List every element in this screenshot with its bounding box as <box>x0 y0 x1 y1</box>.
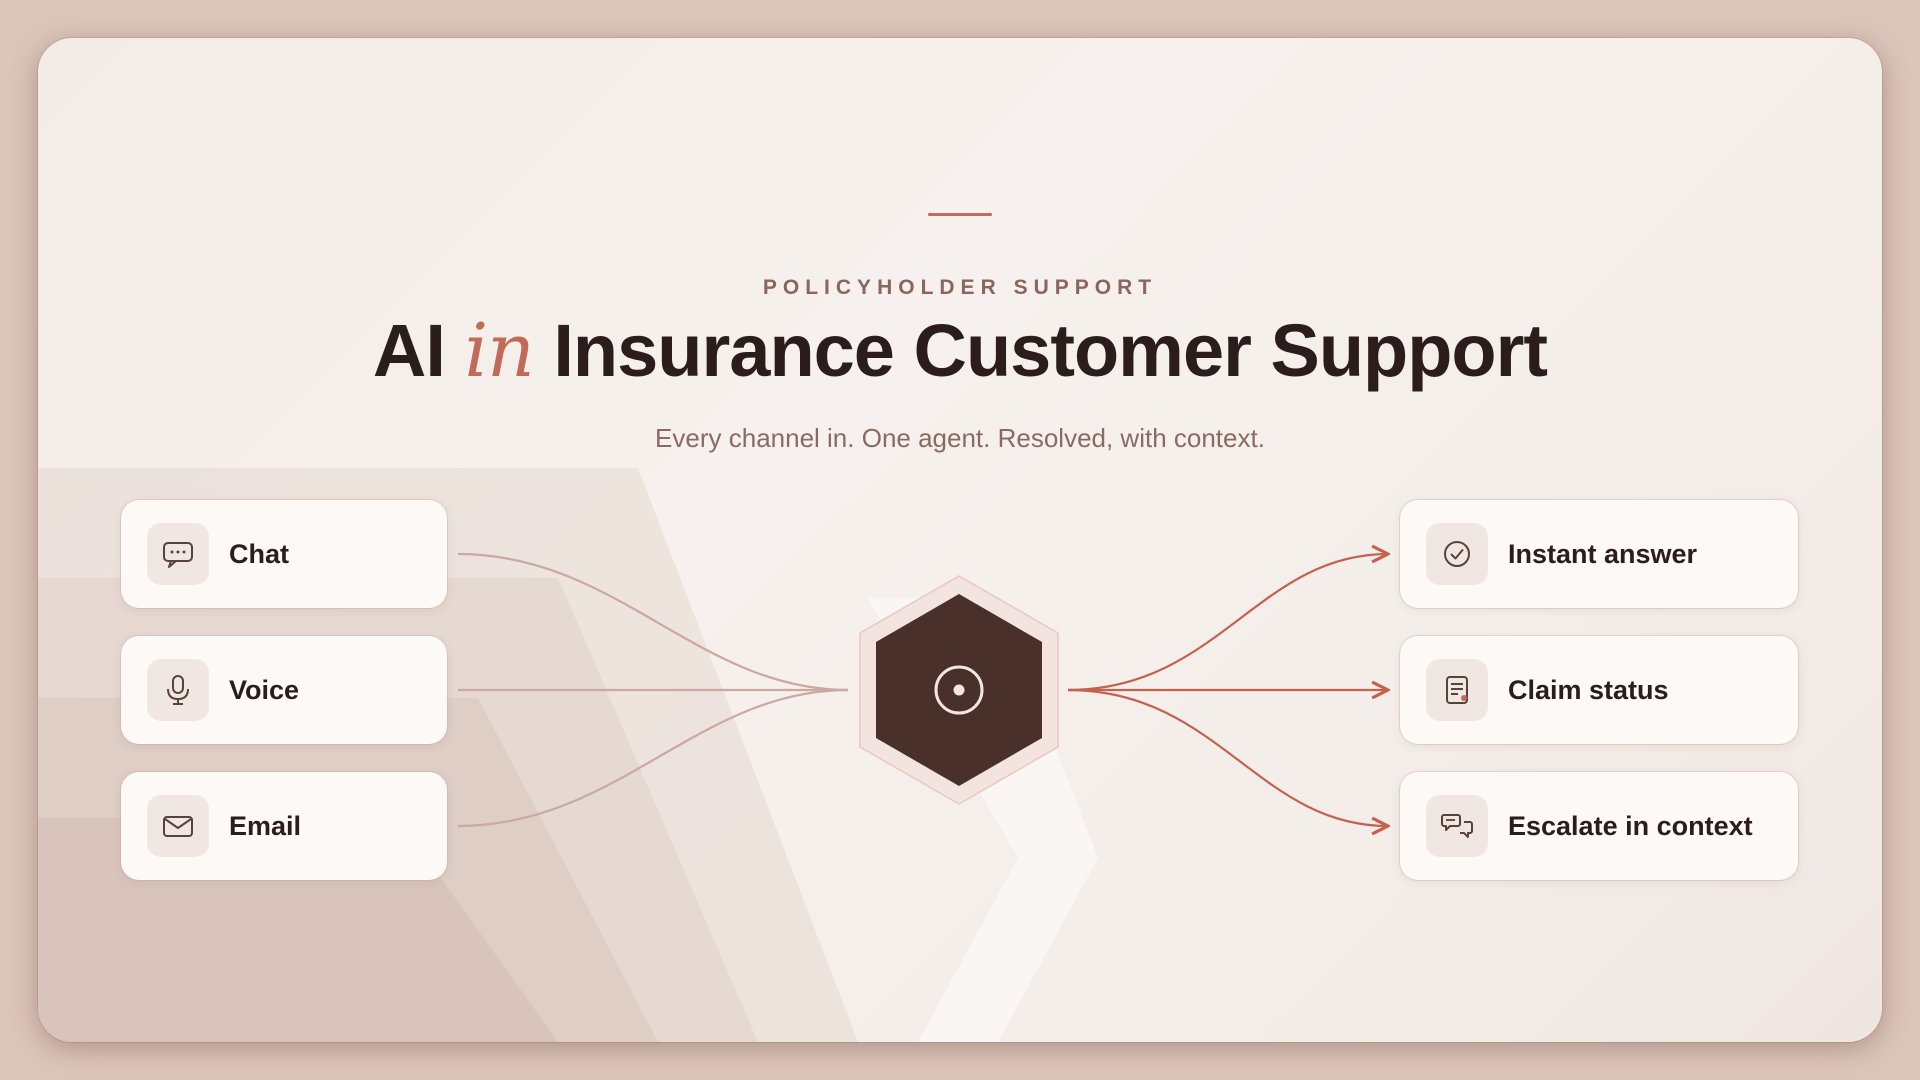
output-label-claim-status: Claim status <box>1508 674 1669 705</box>
wire-chat-to-hub <box>457 552 849 692</box>
output-label-escalate: Escalate in context <box>1508 810 1753 841</box>
output-card-instant-answer: Instant answer <box>1400 500 1798 608</box>
subtitle: Every channel in. One agent. Resolved, w… <box>655 423 1265 453</box>
wire-hub-to-instant-answer <box>1067 554 1388 692</box>
wire-email-to-hub <box>457 688 849 828</box>
page-title: AI in Insurance Customer Support <box>38 308 1882 394</box>
input-label-email: Email <box>229 810 302 841</box>
output-card-claim-status: Claim status <box>1400 636 1798 744</box>
flow-connectors <box>457 38 1882 1042</box>
title-emphasis: in <box>464 308 534 394</box>
input-label-voice: Voice <box>229 674 300 705</box>
wire-hub-to-escalate <box>1067 688 1388 826</box>
kicker-label: POLICYHOLDER SUPPORT <box>762 276 1158 299</box>
microphone-icon <box>147 659 209 721</box>
target-icon <box>934 665 984 715</box>
document-list-icon <box>1426 659 1488 721</box>
slide-frame: POLICYHOLDER SUPPORT AI in Insurance Cus… <box>38 38 1882 1042</box>
title-suffix: Insurance Customer Support <box>533 309 1548 392</box>
input-card-chat: Chat <box>121 500 447 608</box>
input-label-chat: Chat <box>229 538 289 569</box>
agent-hub <box>859 575 1059 805</box>
check-circle-icon <box>1426 523 1488 585</box>
input-card-voice: Voice <box>121 636 447 744</box>
accent-line <box>928 213 992 216</box>
title-prefix: AI <box>372 309 465 392</box>
envelope-icon <box>147 795 209 857</box>
chat-bubble-icon <box>147 523 209 585</box>
output-card-escalate: Escalate in context <box>1400 772 1798 880</box>
conversation-icon <box>1426 795 1488 857</box>
output-label-instant-answer: Instant answer <box>1508 538 1698 569</box>
input-card-email: Email <box>121 772 447 880</box>
